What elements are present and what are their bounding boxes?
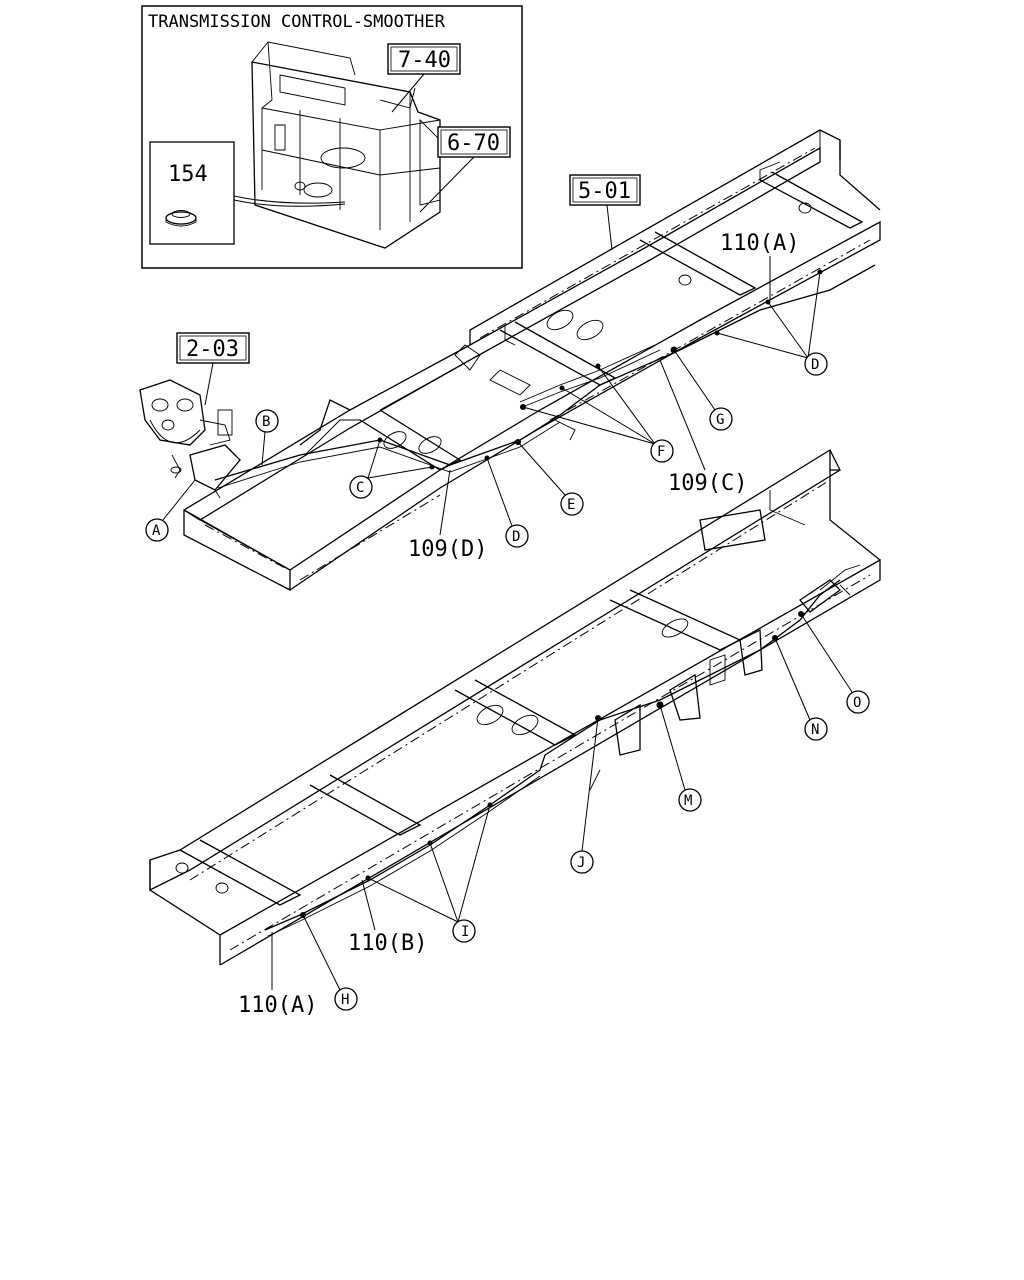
ref-7-40-label: 7-40 bbox=[398, 48, 451, 73]
svg-text:D: D bbox=[811, 357, 819, 373]
part-110A-bottom-label: 110(A) bbox=[238, 993, 317, 1018]
svg-text:A: A bbox=[152, 523, 161, 539]
svg-text:I: I bbox=[461, 924, 469, 940]
lower-harness bbox=[264, 564, 861, 937]
part-110A-top-label: 110(A) bbox=[720, 231, 799, 256]
callout-H[interactable]: H bbox=[302, 914, 358, 1011]
callout-F[interactable]: F bbox=[522, 365, 674, 463]
ref-2-03[interactable]: 2-03 bbox=[176, 332, 250, 406]
callout-D-upper[interactable]: D bbox=[716, 271, 828, 376]
inset-panel: TRANSMISSION CONTROL-SMOOTHER 154 bbox=[141, 5, 523, 269]
part-109D-label: 109(D) bbox=[408, 537, 487, 562]
callout-G[interactable]: G bbox=[673, 349, 733, 431]
upper-part-labels: 110(A) 109(C) 109(D) bbox=[408, 231, 799, 562]
callout-I[interactable]: I bbox=[367, 804, 491, 943]
ref-2-03-label: 2-03 bbox=[186, 337, 239, 362]
part-109C-label: 109(C) bbox=[668, 471, 747, 496]
upper-callouts: A B C D E F bbox=[145, 271, 828, 548]
callout-N[interactable]: N bbox=[774, 637, 828, 741]
inset-title: TRANSMISSION CONTROL-SMOOTHER bbox=[148, 12, 446, 32]
lower-callouts: H I J M N O bbox=[302, 613, 870, 1011]
svg-text:O: O bbox=[853, 695, 861, 711]
callout-O[interactable]: O bbox=[800, 613, 870, 714]
crossmember-sketch bbox=[251, 41, 441, 249]
lower-frame bbox=[149, 449, 881, 966]
svg-text:E: E bbox=[567, 497, 575, 513]
svg-text:F: F bbox=[657, 444, 665, 460]
smoother-module bbox=[139, 379, 241, 499]
callout-M[interactable]: M bbox=[659, 704, 702, 812]
ref-5-01-label: 5-01 bbox=[578, 179, 631, 204]
ref-6-70-label: 6-70 bbox=[447, 131, 500, 156]
callout-B[interactable]: B bbox=[255, 409, 279, 466]
callout-E[interactable]: E bbox=[517, 441, 584, 516]
ref-5-01[interactable]: 5-01 bbox=[569, 174, 641, 251]
upper-harness bbox=[214, 264, 876, 489]
callout-D-lower[interactable]: D bbox=[486, 457, 529, 548]
lower-part-labels: 110(B) 110(A) bbox=[238, 879, 427, 1018]
svg-text:H: H bbox=[341, 992, 349, 1008]
svg-text:B: B bbox=[262, 414, 270, 430]
callout-A[interactable]: A bbox=[145, 479, 196, 542]
ref-6-70[interactable]: 6-70 bbox=[419, 126, 511, 213]
svg-text:M: M bbox=[684, 793, 692, 809]
upper-frame bbox=[182, 129, 881, 592]
svg-text:N: N bbox=[811, 722, 819, 738]
part-154-label: 154 bbox=[168, 162, 208, 187]
callout-J[interactable]: J bbox=[570, 717, 599, 874]
svg-text:J: J bbox=[577, 855, 585, 871]
part-110B-label: 110(B) bbox=[348, 931, 427, 956]
svg-text:G: G bbox=[716, 412, 724, 428]
ref-7-40[interactable]: 7-40 bbox=[387, 43, 461, 113]
part-154-box: 154 bbox=[149, 141, 346, 245]
callout-C[interactable]: C bbox=[349, 439, 433, 499]
svg-text:D: D bbox=[512, 529, 520, 545]
svg-text:C: C bbox=[356, 480, 364, 496]
